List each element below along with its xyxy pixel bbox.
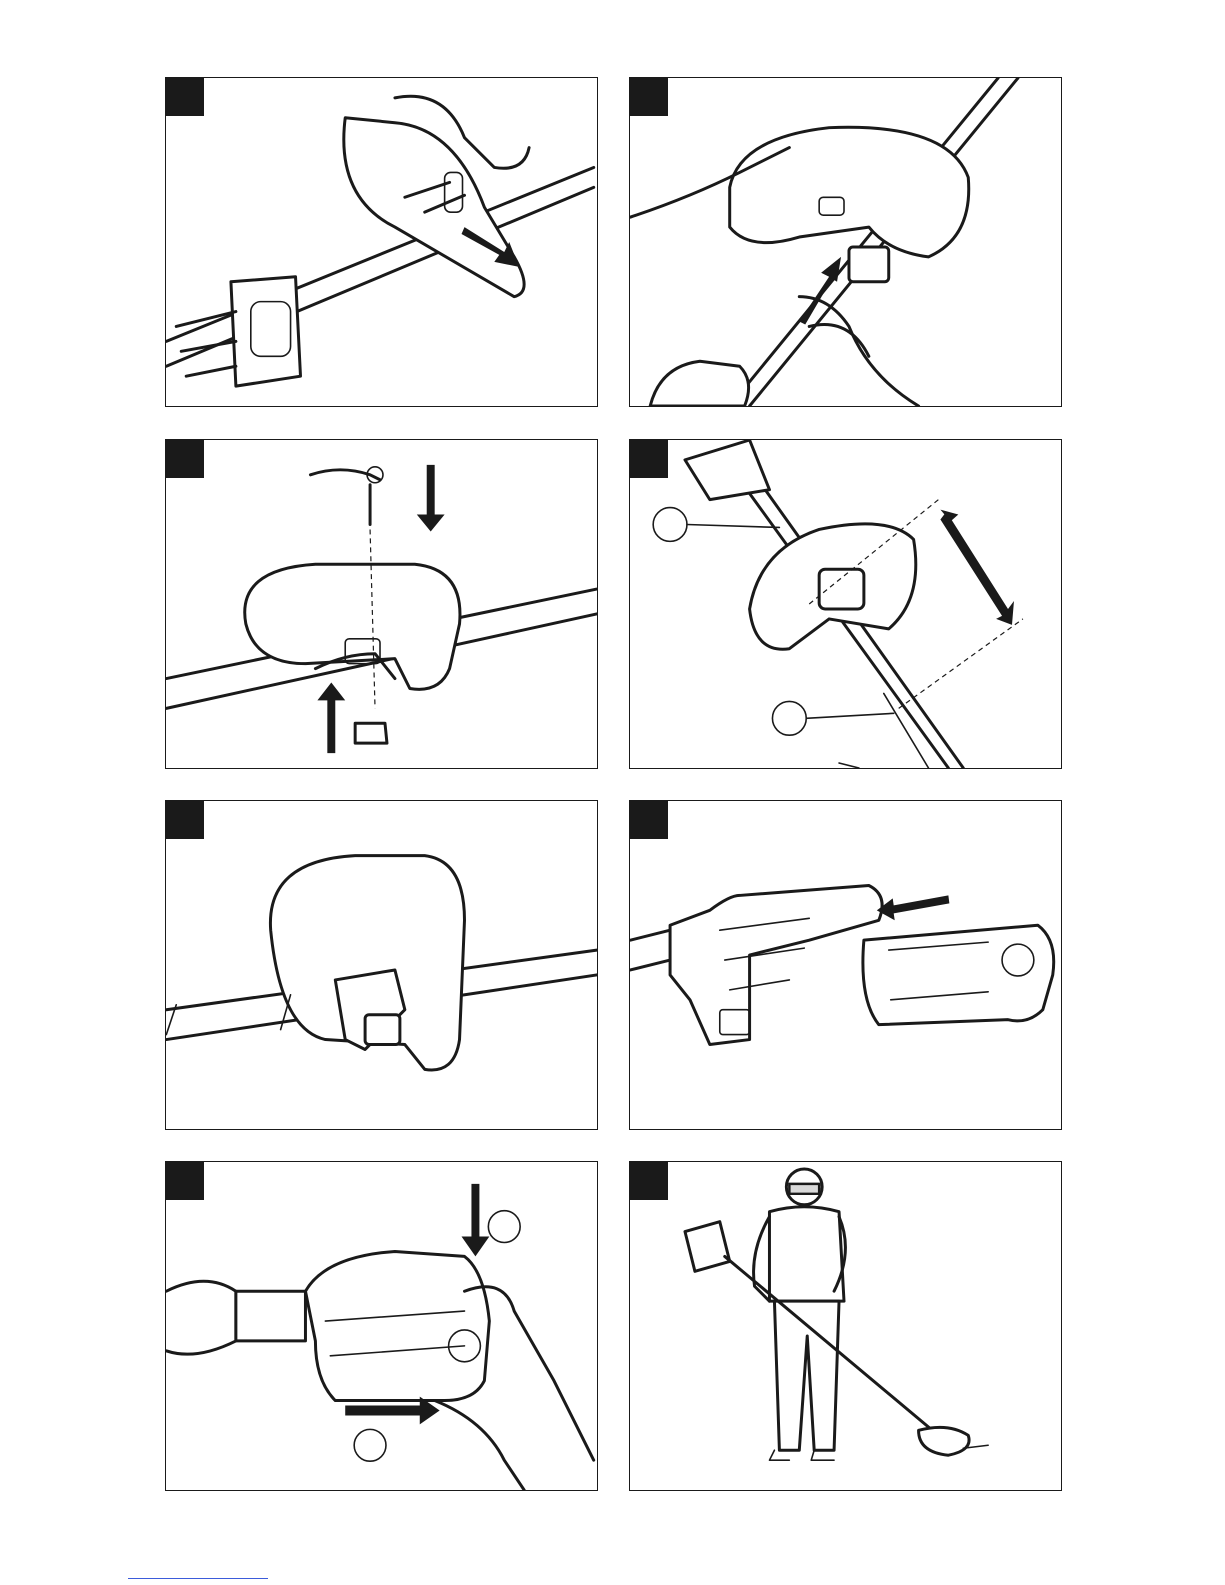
callout-circle-icon	[653, 508, 687, 542]
arrow-icon	[877, 895, 950, 920]
arrow-icon	[417, 465, 445, 532]
handle-latch-illustration	[630, 78, 1061, 406]
handle-assembly-illustration	[166, 440, 597, 768]
footer-rule	[128, 1578, 268, 1579]
handle-position-illustration	[630, 440, 1061, 768]
figure-panel-4	[629, 439, 1062, 769]
figure-panel-3	[165, 439, 598, 769]
battery-insert-illustration	[630, 801, 1061, 1129]
callout-circle-icon	[354, 1429, 386, 1461]
figure-panel-5	[165, 800, 598, 1130]
arrow-icon	[799, 257, 841, 325]
figure-panel-6	[629, 800, 1062, 1130]
callout-circle-icon	[488, 1211, 520, 1243]
figure-panel-7	[165, 1161, 598, 1491]
battery-lock-illustration	[166, 1162, 597, 1490]
figure-panel-1	[165, 77, 598, 407]
figure-panel-2	[629, 77, 1062, 407]
arrow-icon	[317, 683, 345, 754]
figure-panel-8	[629, 1161, 1062, 1491]
arrow-icon	[462, 1184, 490, 1257]
operator-stance-illustration	[630, 1162, 1061, 1490]
arrow-icon	[940, 512, 1014, 625]
handle-release-illustration	[166, 78, 597, 406]
handle-installed-illustration	[166, 801, 597, 1129]
callout-circle-icon	[772, 701, 806, 735]
